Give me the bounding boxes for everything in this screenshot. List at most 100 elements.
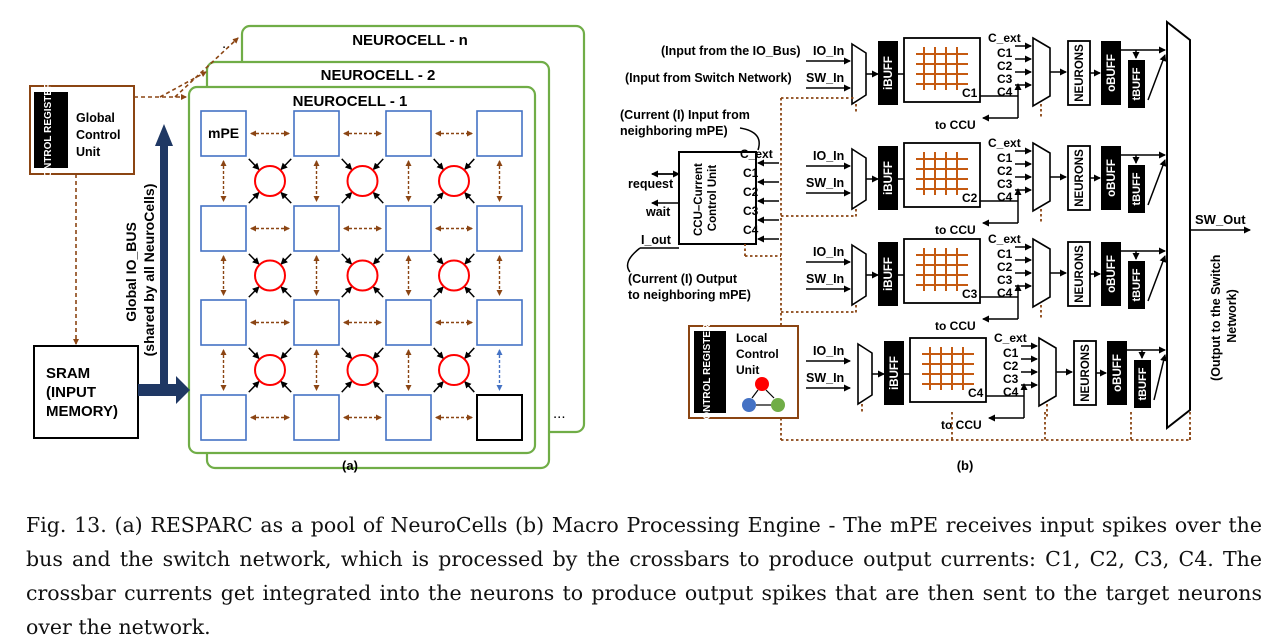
mpe-block bbox=[385, 205, 432, 252]
crossbar-output-label: C2 bbox=[962, 191, 978, 205]
state-machine-icon bbox=[742, 377, 785, 412]
ibuff-label: iBUFF bbox=[883, 161, 895, 195]
input-mux bbox=[851, 147, 867, 211]
switch-output-note: (Output to the Switch Network) bbox=[1209, 251, 1239, 381]
mpe-block bbox=[200, 110, 247, 157]
router-link bbox=[280, 191, 292, 204]
figure-caption: Fig. 13. (a) RESPARC as a pool of NeuroC… bbox=[26, 513, 1262, 639]
router-node bbox=[346, 354, 379, 386]
crossbar-output-label: C4 bbox=[968, 386, 984, 400]
svg-text:I_out: I_out bbox=[641, 233, 672, 247]
router-link bbox=[248, 347, 260, 360]
router-link bbox=[248, 158, 260, 171]
sw-in-label: SW_In bbox=[806, 71, 844, 85]
router-link bbox=[464, 381, 475, 393]
neurocell-1-title: NEUROCELL - 1 bbox=[293, 93, 408, 110]
crossbar-array bbox=[903, 37, 981, 103]
ellipsis-top: .. bbox=[222, 35, 230, 52]
neurocell-2-title: NEUROCELL - 2 bbox=[321, 67, 436, 84]
ccu-signal-arrows bbox=[626, 170, 680, 273]
mux-input-label: C1 bbox=[997, 151, 1013, 165]
mux-input-label: C2 bbox=[997, 260, 1013, 274]
router-link bbox=[280, 380, 292, 393]
router-node bbox=[254, 354, 286, 386]
to-ccu-label: to CCU bbox=[935, 118, 976, 132]
mpe-block bbox=[385, 299, 432, 346]
to-ccu-label: to CCU bbox=[941, 418, 982, 432]
ccu-inputs: C_ext C1 C2 C3 C4 bbox=[740, 147, 773, 237]
io-in-label: IO_In bbox=[813, 344, 844, 358]
io-in-label: IO_In bbox=[813, 44, 844, 58]
mpe-block bbox=[385, 394, 432, 441]
mpe-block bbox=[293, 394, 340, 441]
router-link bbox=[464, 286, 475, 298]
mpe-block bbox=[293, 205, 340, 252]
router-node bbox=[254, 259, 286, 292]
mpe-block bbox=[200, 394, 247, 441]
router-link bbox=[372, 380, 384, 393]
router-link bbox=[433, 253, 444, 265]
mux-input-label: C3 bbox=[997, 177, 1013, 191]
obuff-label: oBUFF bbox=[1112, 354, 1124, 392]
router-link bbox=[341, 191, 353, 204]
crossbar-array bbox=[903, 142, 981, 208]
output-switch bbox=[1166, 19, 1191, 431]
global-io-bus-vertical bbox=[155, 124, 173, 390]
sw-in-label: SW_In bbox=[806, 272, 844, 286]
router-link bbox=[372, 158, 384, 171]
wire bbox=[1153, 354, 1167, 401]
router-link bbox=[341, 253, 353, 265]
tbuff-label: tBUFF bbox=[1131, 67, 1143, 100]
router-node bbox=[438, 354, 470, 386]
current-mux bbox=[1038, 336, 1057, 408]
mux-input-label: C_ext bbox=[988, 31, 1021, 45]
ibuff-block bbox=[878, 41, 898, 105]
mux-input-label: C_ext bbox=[988, 136, 1021, 150]
neurocell-n-title: NEUROCELL - n bbox=[352, 32, 468, 49]
router-node bbox=[346, 259, 379, 292]
current-mux bbox=[1032, 237, 1051, 309]
router-link bbox=[372, 347, 384, 360]
router-link bbox=[341, 380, 353, 393]
router-link bbox=[248, 286, 260, 298]
crossbar-output-label: C3 bbox=[962, 287, 978, 301]
router-link bbox=[280, 253, 292, 265]
router-link bbox=[280, 347, 292, 360]
router-link bbox=[248, 380, 260, 393]
router-link bbox=[372, 191, 384, 204]
ccu-signals: request wait I_out bbox=[628, 177, 674, 247]
obuff-label: oBUFF bbox=[1106, 54, 1118, 92]
control-dashed-lines bbox=[73, 37, 239, 345]
mux-input-label: C3 bbox=[997, 72, 1013, 86]
router-node bbox=[254, 165, 286, 197]
wire bbox=[1147, 54, 1167, 101]
mux-input-label: C1 bbox=[997, 247, 1013, 261]
router-link bbox=[248, 253, 260, 265]
router-link bbox=[464, 192, 475, 204]
neurons-label: NEURONS bbox=[1080, 344, 1092, 402]
svg-text:C1: C1 bbox=[743, 166, 759, 180]
io-in-label: IO_In bbox=[813, 149, 844, 163]
ccu-current-out-note: (Current (I) Output to neighboring mPE) bbox=[628, 272, 751, 302]
svg-text:C_ext: C_ext bbox=[740, 147, 773, 161]
mux-input-label: C3 bbox=[1003, 372, 1019, 386]
ibuff-label: iBUFF bbox=[883, 257, 895, 291]
router-link bbox=[433, 192, 444, 204]
neurons-label: NEURONS bbox=[1074, 149, 1086, 207]
router-link bbox=[433, 347, 444, 359]
mux-input-label: C2 bbox=[997, 59, 1013, 73]
ellipsis-bottom: ... bbox=[553, 405, 566, 422]
tbuff-label: tBUFF bbox=[1131, 172, 1143, 205]
local-control-dotted-lines bbox=[744, 97, 1191, 441]
router-link bbox=[280, 158, 292, 171]
current-mux bbox=[1032, 36, 1051, 108]
input-mux bbox=[851, 243, 867, 307]
ccu-input-arrows bbox=[739, 127, 779, 243]
router-link bbox=[341, 286, 353, 298]
svg-text:C4: C4 bbox=[743, 223, 759, 237]
control-registers-label: CONTROL REGISTERS bbox=[43, 75, 54, 185]
mux-input-label: C1 bbox=[997, 46, 1013, 60]
mpe-block bbox=[200, 299, 247, 346]
obuff-label: oBUFF bbox=[1106, 255, 1118, 293]
